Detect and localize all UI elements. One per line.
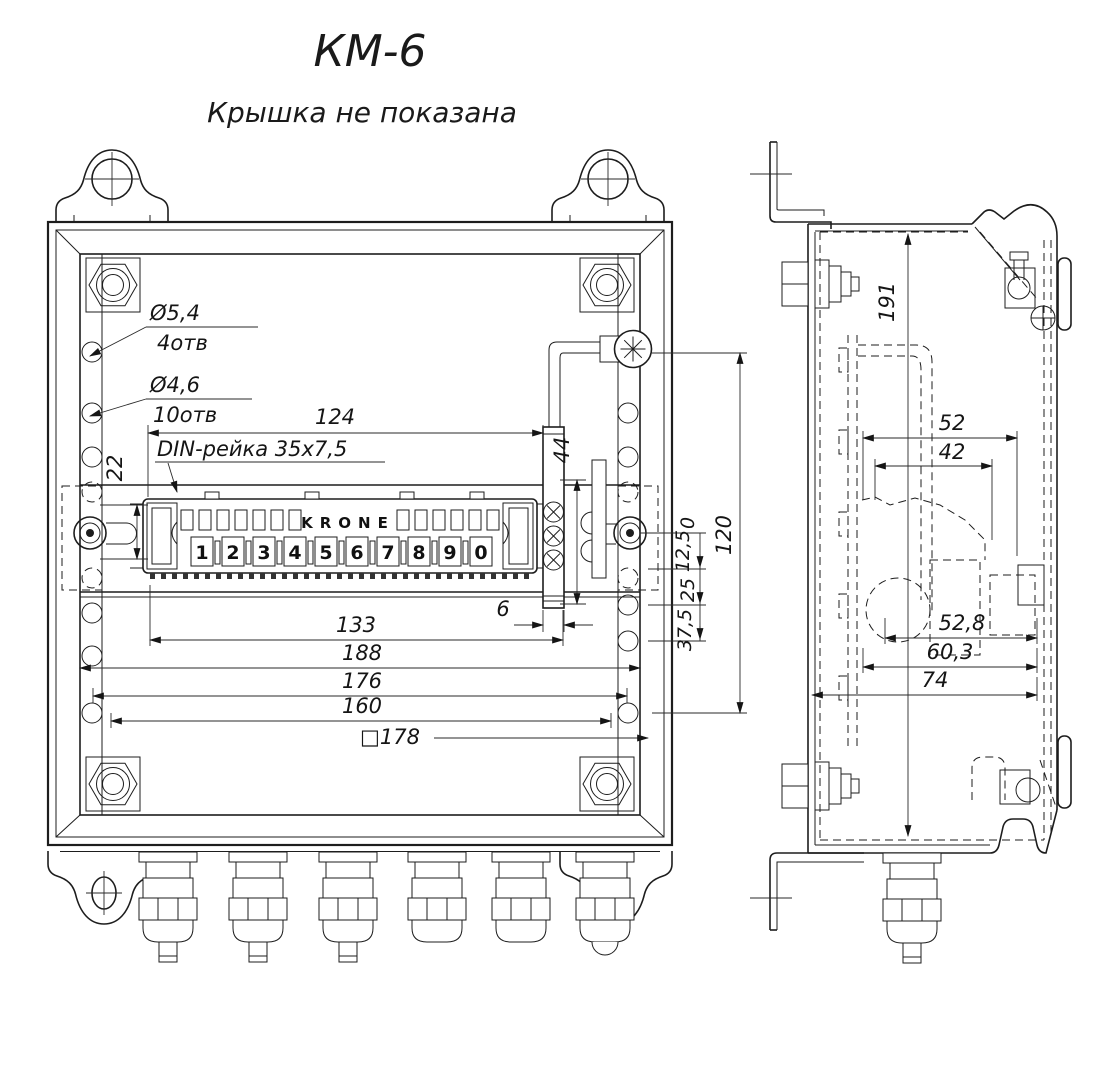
rail-end-plate [591, 459, 607, 579]
dim-ord-25: 25 [677, 578, 699, 602]
cover-pin-bottom [1057, 735, 1072, 809]
dim-ord-37-5: 37,5 [674, 609, 696, 651]
latch-detail-bottom [971, 756, 1058, 811]
cable-gland [491, 851, 551, 943]
wall-bracket-bottom [750, 852, 864, 931]
terminal-slot-row [180, 509, 500, 531]
wall-bolt-top [781, 259, 860, 309]
end-clamp-right [502, 502, 534, 570]
terminal-number: 2 [226, 542, 239, 564]
end-clamp-left [146, 502, 178, 570]
terminal-number: 3 [257, 542, 270, 564]
terminal-brand-label: KRONE [301, 514, 395, 532]
din-fixing-left [73, 516, 137, 550]
hidden-ground-wire [858, 344, 933, 612]
dim-42: 42 [939, 440, 966, 464]
terminal-number: 5 [319, 542, 332, 564]
note-4-holes: 4отв [157, 331, 208, 355]
terminal-number: 4 [288, 542, 301, 564]
dim-124: 124 [315, 405, 355, 429]
dim-74: 74 [922, 668, 949, 692]
dim-6: 6 [496, 597, 509, 621]
front-notes: Ø5,4 4отв Ø4,6 10отв DIN-рейка 35x7,5 [88, 301, 385, 494]
dim-52: 52 [939, 411, 966, 435]
corner-fastener [579, 257, 635, 313]
hidden-terminal-profile [861, 496, 1045, 656]
bottom-edge [808, 809, 1058, 854]
mounting-lug-top-right [551, 149, 665, 223]
band-end-slot-left [61, 485, 103, 591]
wall-bracket-top [750, 141, 832, 229]
terminal-number: 9 [443, 542, 456, 564]
terminal-number: 6 [350, 542, 363, 564]
terminal-number: 0 [474, 542, 487, 564]
cable-gland [575, 851, 635, 943]
note-din-rail: DIN-рейка 35x7,5 [157, 437, 347, 461]
note-10-holes: 10отв [153, 403, 217, 427]
cover-pin-top [1057, 257, 1072, 331]
dim-120: 120 [712, 515, 736, 555]
cable-gland [407, 851, 467, 943]
side-view: 191 52 42 52,8 60,3 74 [750, 141, 1072, 964]
page-title: КМ-6 [313, 26, 426, 77]
ground-assembly [542, 329, 653, 609]
dim-52-8: 52,8 [939, 611, 986, 635]
terminal-number: 7 [381, 542, 394, 564]
front-dimensions: 124 22 44 6 133 188 [78, 351, 747, 749]
terminal-number: 8 [412, 542, 425, 564]
dim-ord-0: 0 [677, 517, 699, 529]
terminal-number-row: 1 2 3 4 5 6 7 8 9 0 [190, 536, 493, 567]
left-hole-column [81, 341, 103, 724]
dim-191: 191 [875, 282, 899, 322]
latch-detail-top [974, 226, 1056, 331]
mounting-lug-top-left [55, 149, 169, 223]
busbar-screws [543, 501, 564, 571]
dim-ord-12-5: 12,5 [672, 530, 694, 572]
terminal-number: 1 [195, 542, 208, 564]
cable-gland [138, 851, 198, 943]
side-dimensions: 191 52 42 52,8 60,3 74 [810, 232, 1039, 838]
cable-gland [318, 851, 378, 943]
note-dia-5-4: Ø5,4 [149, 301, 200, 325]
hidden-din-rail [838, 335, 858, 748]
dim-178: □178 [360, 725, 420, 749]
dim-44: 44 [550, 437, 574, 464]
side-body [807, 203, 1072, 854]
note-dia-4-6: Ø4,6 [149, 373, 200, 397]
terminal-block: KRONE 1 2 3 4 5 6 7 8 9 [142, 491, 538, 579]
dim-22: 22 [103, 455, 127, 482]
wall-bolt-bottom [781, 761, 860, 811]
enclosure-flange [55, 229, 665, 838]
dim-160: 160 [342, 694, 382, 718]
page-subtitle: Крышка не показана [207, 96, 517, 129]
cable-gland [228, 851, 288, 943]
corner-fastener [85, 257, 141, 313]
side-cable-gland [882, 852, 942, 944]
band-end-slot-right [617, 485, 659, 591]
enclosure-outer-frame [46, 220, 674, 847]
corner-fastener [579, 756, 635, 812]
front-view: KRONE 1 2 3 4 5 6 7 8 9 [46, 149, 747, 963]
dim-133: 133 [336, 613, 376, 637]
dim-176: 176 [342, 669, 382, 693]
top-latch-outline [971, 203, 1058, 810]
cable-glands [138, 851, 635, 963]
dim-188: 188 [342, 641, 382, 665]
dim-60-3: 60,3 [927, 640, 974, 664]
ground-wire [548, 341, 600, 428]
corner-fastener [85, 756, 141, 812]
